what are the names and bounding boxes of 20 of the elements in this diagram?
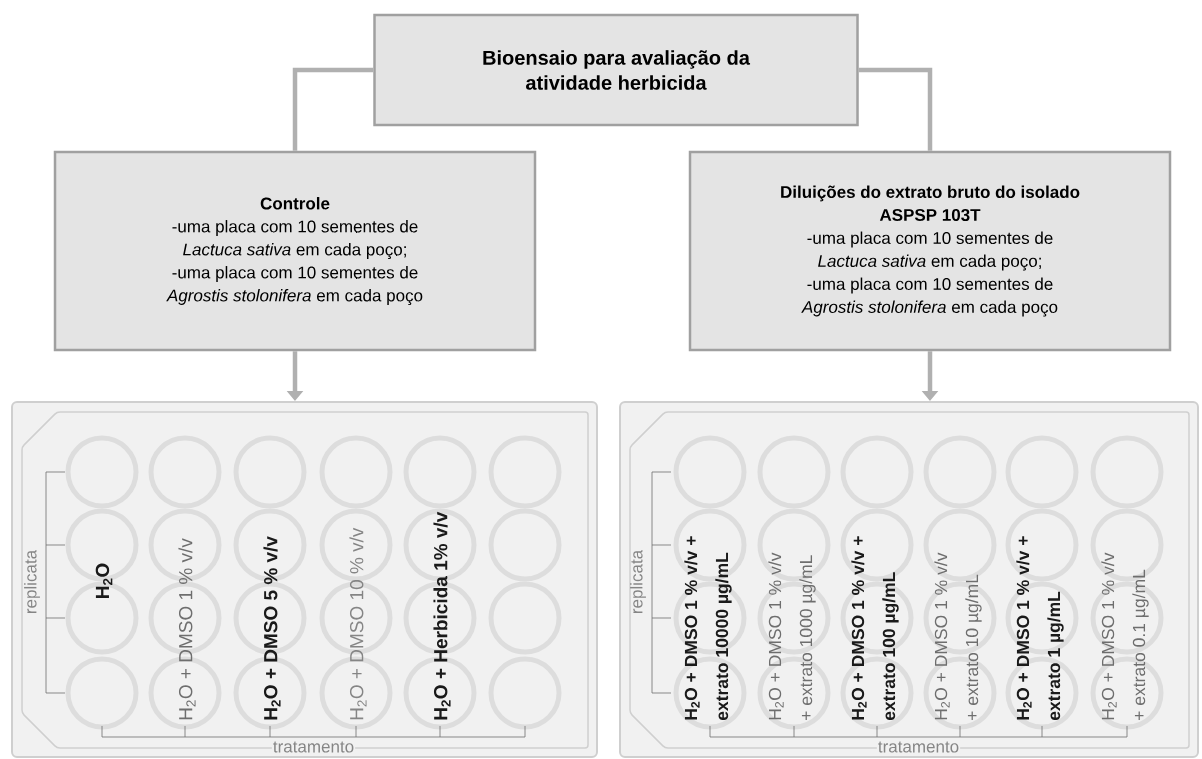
column-label: H$_{2}$O + DMSO 5 % v/v [263,536,281,720]
axis-label: replicata [24,549,40,613]
column-label: H$_{2}$O + DMSO 1 % v/v + extrato 1 µg/mL [1016,536,1064,721]
column-label: H$_{2}$O + DMSO 1 % v/v + extrato 0.1 µg/mL [1101,552,1149,720]
column-label: H$_{2}$O + DMSO 1 % v/v + extrato 10000 µg/mL [684,536,732,721]
column-label: H$_{2}$O + DMSO 1 % v/v + extrato 1000 µg/mL [768,552,816,720]
column-label: H$_{2}$O + Herbicida 1% v/v [433,511,451,720]
text-box: Diluições do extrato bruto do isolado ASPSP 103T -uma placa com 10 sementes de Lactuca sativa em cada poço; -uma placa com 10 sementes de Agrostis stolonifera em cada poço [688,150,1172,352]
column-label: H$_{2}$O + DMSO 1 % v/v + extrato 10 µg/mL [934,552,982,720]
connector-line [858,67,933,151]
axis-label: replicata [630,549,646,613]
axis-label: tratamento [271,740,356,754]
title-box: Bioensaio para avaliação da atividade herbicida [373,13,859,127]
connector-line [292,67,374,151]
axis-label: tratamento [876,740,961,754]
column-label: H$_{2}$O [95,563,113,598]
column-label: H$_{2}$O + DMSO 1 % v/v + extrato 100 µg/mL [851,536,899,721]
column-label: H$_{2}$O + DMSO 1 % v/v [178,538,196,720]
text-box: Controle -uma placa com 10 sementes de Lactuca sativa em cada poço; -uma placa com 10 sementes de Agrostis stolonifera em cada poço [53,150,537,352]
column-label: H$_{2}$O + DMSO 10 % v/v [349,527,367,720]
